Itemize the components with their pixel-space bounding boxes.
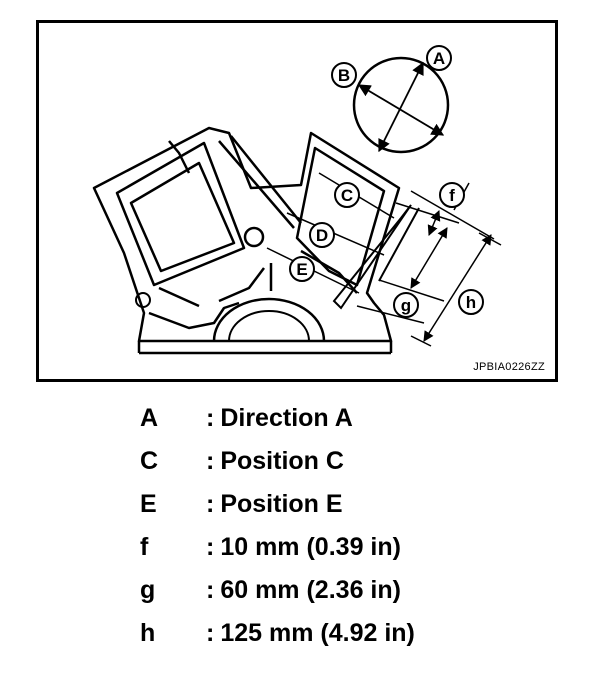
legend-row: g :60 mm (2.36 in): [140, 572, 560, 615]
callout-C: C: [334, 182, 360, 208]
cylinder-block-drawing: A B C D E f g h: [92, 45, 502, 355]
legend-value: 125 mm (4.92 in): [220, 619, 415, 647]
svg-text:B: B: [338, 66, 350, 85]
legend-key: E: [140, 490, 157, 518]
svg-text:D: D: [316, 226, 328, 245]
legend-value: 10 mm (0.39 in): [220, 533, 401, 561]
svg-text:A: A: [433, 49, 445, 68]
legend-value: Position C: [220, 447, 344, 475]
legend-value: 60 mm (2.36 in): [220, 576, 401, 604]
bearing-arc: [212, 297, 326, 342]
svg-text:C: C: [341, 186, 353, 205]
dimension-lines: [266, 172, 495, 324]
legend-text: :Position E: [206, 490, 343, 518]
legend-value: Direction A: [220, 404, 353, 432]
dimension-g: [410, 227, 448, 289]
legend-row: h :125 mm (4.92 in): [140, 615, 560, 658]
dimension-h: [423, 234, 492, 342]
legend-text: :Position C: [206, 447, 344, 475]
callout-h: h: [458, 289, 484, 315]
svg-text:f: f: [449, 186, 455, 205]
legend-row: C :Position C: [140, 443, 560, 486]
callout-B: B: [331, 62, 357, 88]
measurement-gauge: [332, 204, 420, 310]
dimension-h-extension: [478, 232, 502, 246]
bearing-inner-arc: [228, 310, 310, 342]
cylinder-block-outline: [92, 126, 401, 343]
legend-text: :60 mm (2.36 in): [206, 576, 401, 604]
legend-key: C: [140, 447, 159, 475]
legend-key: f: [140, 533, 149, 561]
legend-row: f :10 mm (0.39 in): [140, 529, 560, 572]
base-edge: [137, 341, 393, 353]
dimension-h-extension-bottom: [410, 335, 432, 347]
callout-A: A: [426, 45, 452, 71]
legend-text: :125 mm (4.92 in): [206, 619, 415, 647]
callout-E: E: [289, 256, 315, 282]
svg-text:E: E: [296, 260, 307, 279]
direction-arrow-b: [357, 84, 445, 136]
callout-D: D: [309, 222, 335, 248]
legend-value: Position E: [220, 490, 343, 518]
legend-text: :10 mm (0.39 in): [206, 533, 401, 561]
legend-row: A :Direction A: [140, 400, 560, 443]
callout-f: f: [439, 182, 465, 208]
legend-key: h: [140, 619, 156, 647]
legend-row: E :Position E: [140, 486, 560, 529]
svg-text:h: h: [466, 293, 476, 312]
callout-g: g: [393, 292, 419, 318]
legend-key: g: [140, 576, 156, 604]
direction-arrow-a: [378, 61, 424, 153]
svg-text:g: g: [401, 296, 411, 315]
legend-key: A: [140, 404, 159, 432]
figure-code: JPBIA0226ZZ: [473, 361, 545, 373]
diagram-figure: A B C D E f g h JPBIA0226ZZ: [36, 20, 558, 382]
legend-text: :Direction A: [206, 404, 353, 432]
legend: A :Direction A C :Position C E :Position…: [140, 400, 560, 658]
bolt-hole: [243, 226, 265, 248]
oil-hole: [135, 292, 151, 308]
